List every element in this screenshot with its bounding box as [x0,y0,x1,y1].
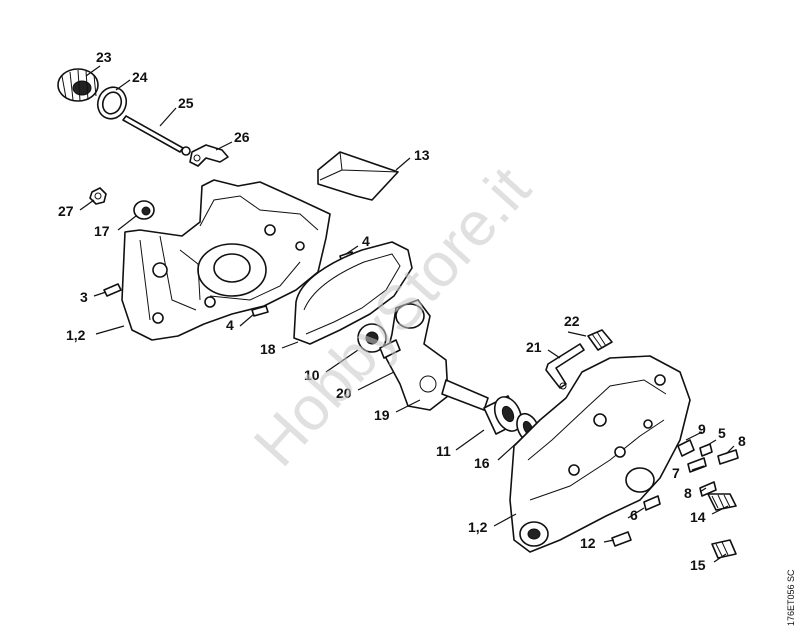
label-12: 12 [580,535,596,551]
part-labels: 23 24 25 26 13 27 17 4 3 1,2 4 18 10 20 … [58,49,746,573]
label-16: 16 [474,455,490,471]
label-8-upper: 8 [738,433,746,449]
part-26-bracket [189,144,229,167]
part-7-plug [687,457,707,473]
part-8-nipple-upper [717,449,739,465]
label-9: 9 [698,421,706,437]
part-11-ball-bearing [483,395,523,435]
label-6: 6 [630,507,638,523]
label-3: 3 [80,289,88,305]
part-13-plate [317,151,399,201]
part-19-crankshaft [379,299,489,411]
label-11: 11 [436,443,451,459]
part-14-fitting [707,493,737,511]
label-27: 27 [58,203,74,219]
label-8-lower: 8 [684,485,692,501]
label-15: 15 [690,557,706,573]
label-18: 18 [260,341,276,357]
label-25: 25 [178,95,194,111]
part-21-lever [545,343,585,390]
part-17-seal [133,200,155,220]
part-23-nut [57,68,99,102]
right-crankcase-half [509,355,691,553]
label-14: 14 [690,509,706,525]
label-13: 13 [414,147,430,163]
label-23: 23 [96,49,112,65]
part-6-stud [643,495,661,511]
part-22-sleeve [587,329,613,351]
leader-lines [79,65,735,563]
part-15-stud [711,539,737,559]
drawing-code: 176ET056 SC [786,569,796,626]
label-1-2-right: 1,2 [468,519,488,535]
label-17: 17 [94,223,110,239]
part-3-screw [103,283,122,297]
label-10: 10 [304,367,320,383]
part-18-gasket [293,241,413,345]
label-4-upper: 4 [362,233,370,249]
part-12-screw [611,531,632,547]
part-9-plug [677,439,695,457]
label-5: 5 [718,425,726,441]
label-24: 24 [132,69,148,85]
left-crankcase-half [121,179,331,341]
label-21: 21 [526,339,542,355]
part-10-bearing [357,323,387,353]
label-1-2-left: 1,2 [66,327,86,343]
label-7: 7 [672,465,680,481]
part-25-rod [122,115,191,156]
label-20: 20 [336,385,352,401]
part-8-nipple-lower [699,481,717,497]
label-19: 19 [374,407,390,423]
part-24-washer [96,86,128,120]
label-26: 26 [234,129,250,145]
label-22: 22 [564,313,580,329]
label-4-lower: 4 [226,317,234,333]
